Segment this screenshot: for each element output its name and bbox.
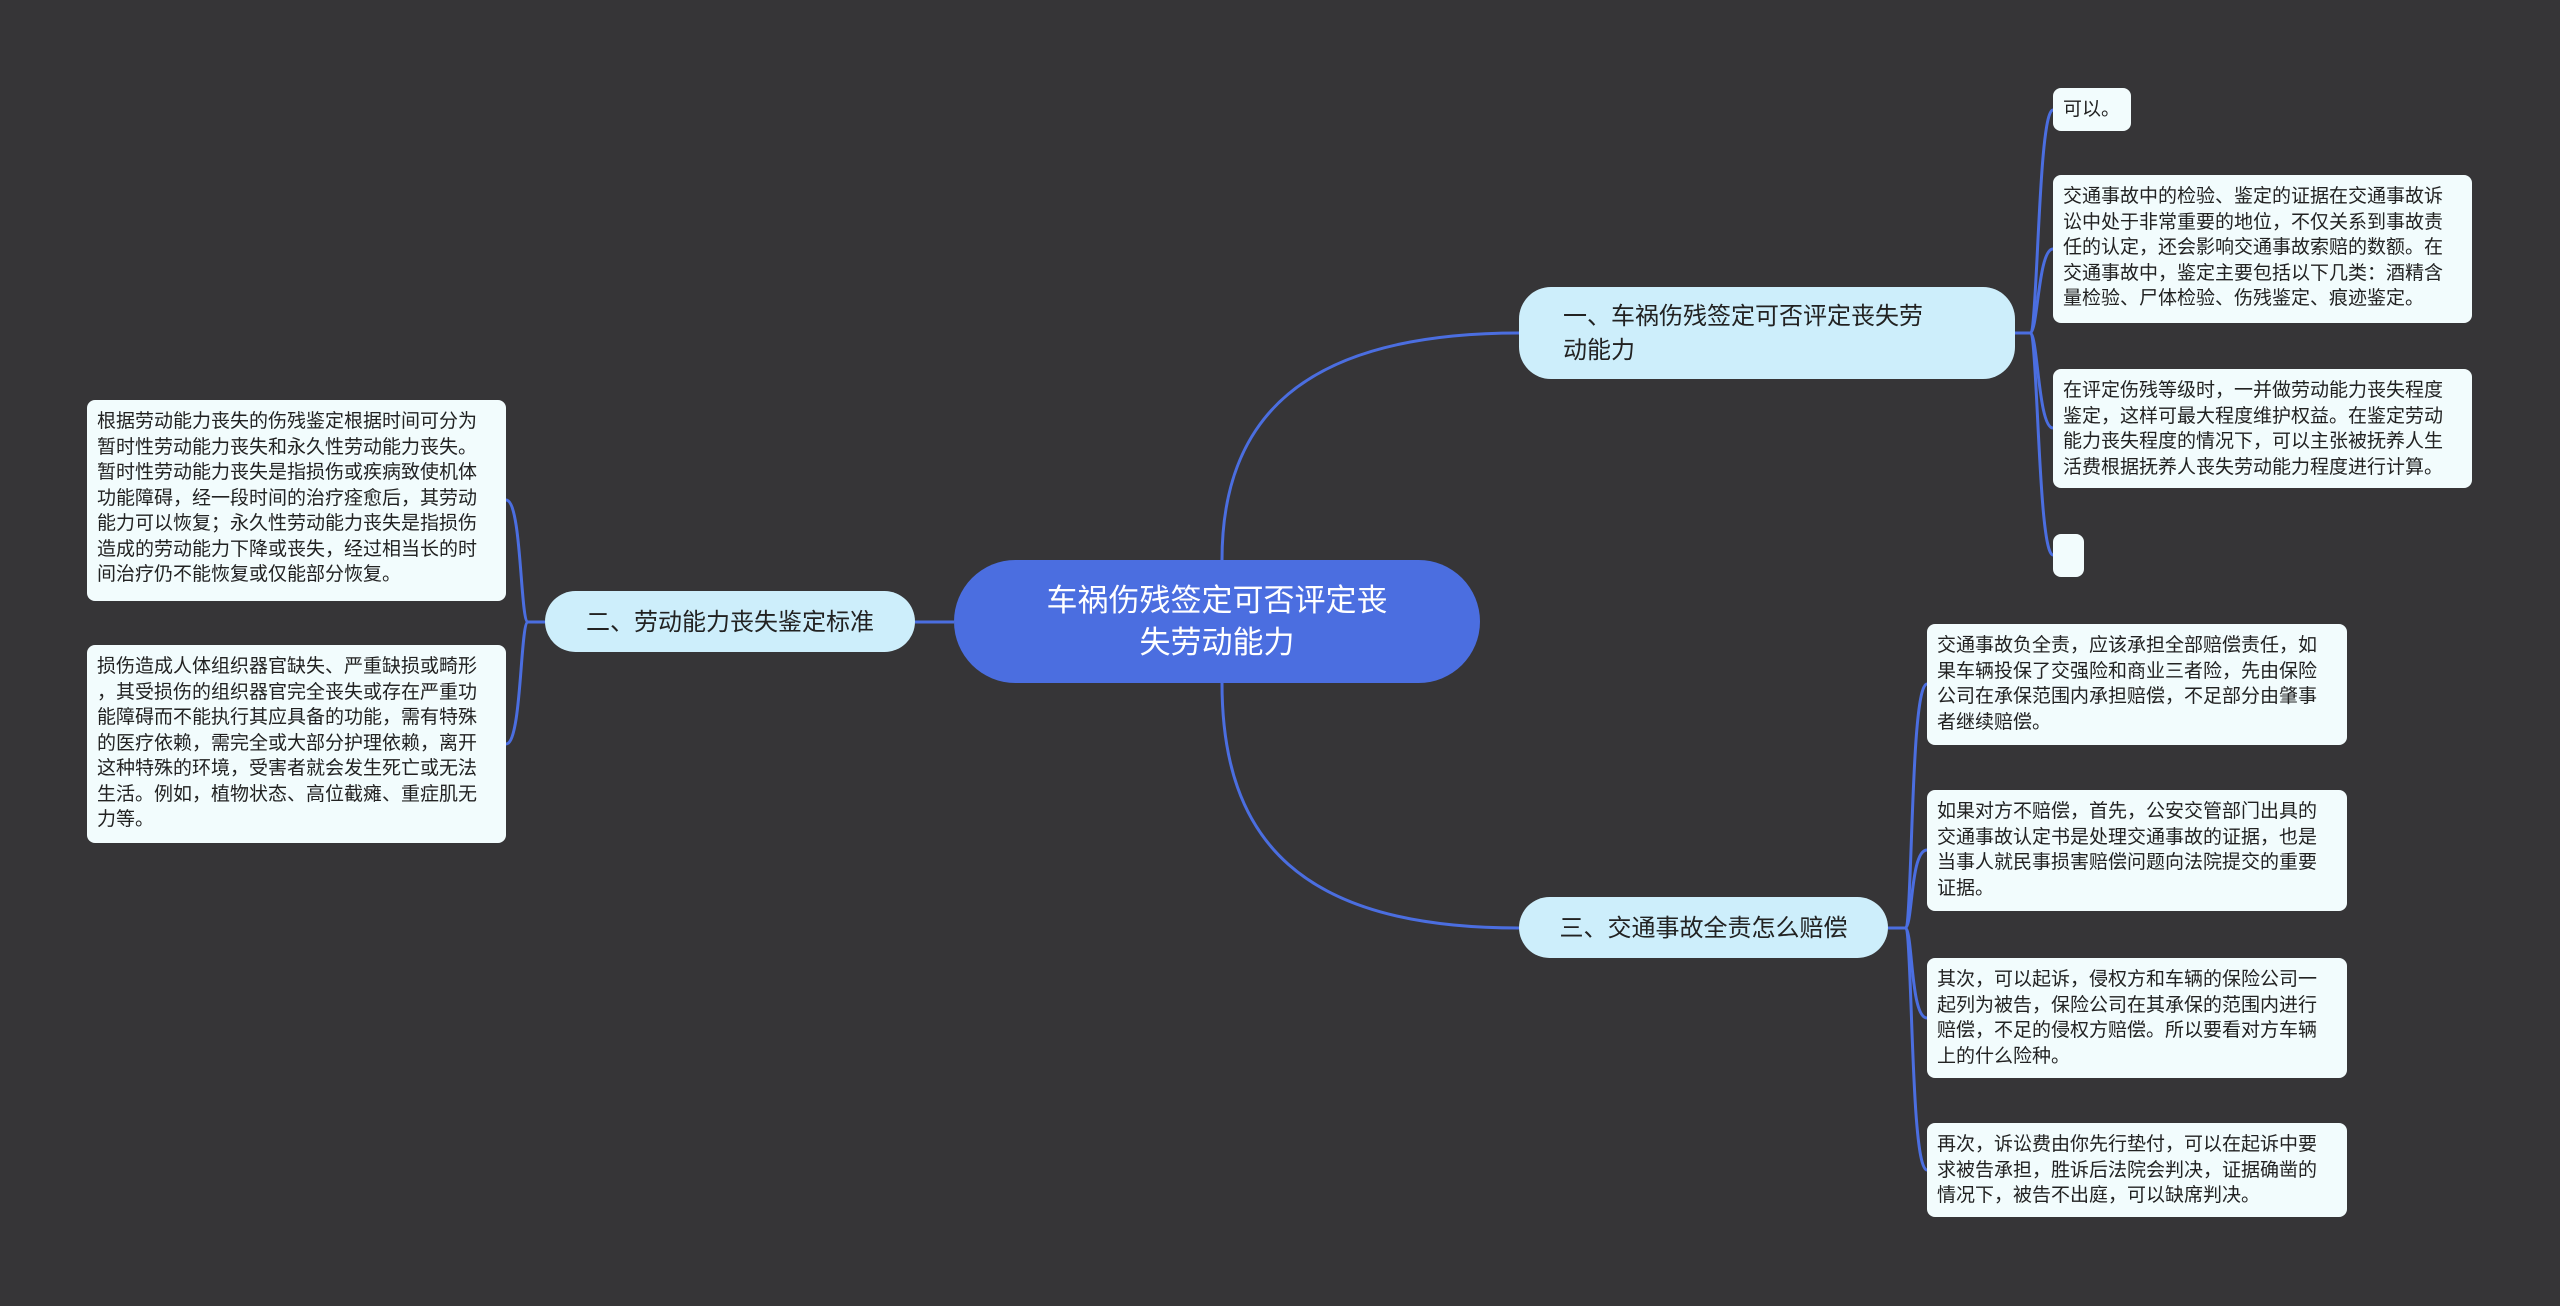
root-topic[interactable]: 车祸伤残签定可否评定丧 失劳动能力 xyxy=(954,560,1480,683)
edge-b3-leaf2 xyxy=(1903,848,1928,930)
edge-root-branch1 xyxy=(1220,331,1520,561)
leaf-1-2[interactable]: 交通事故中的检验、鉴定的证据在交通事故诉 讼中处于非常重要的地位，不仅关系到事故… xyxy=(2053,175,2472,323)
edge-b1-leaf1 xyxy=(2028,108,2055,335)
leaf-3-3[interactable]: 其次，可以起诉，侵权方和车辆的保险公司一 起列为被告，保险公司在其承保的范围内进… xyxy=(1927,958,2347,1078)
edge-b2-leaf1 xyxy=(505,498,530,624)
leaf-3-2[interactable]: 如果对方不赔偿，首先，公安交管部门出具的 交通事故认定书是处理交通事故的证据，也… xyxy=(1927,790,2347,911)
leaf-3-1[interactable]: 交通事故负全责，应该承担全部赔偿责任，如 果车辆投保了交强险和商业三者险，先由保… xyxy=(1927,624,2347,745)
leaf-2-1[interactable]: 根据劳动能力丧失的伤残鉴定根据时间可分为 暂时性劳动能力丧失和永久性劳动能力丧失… xyxy=(87,400,506,601)
branch-topic-3[interactable]: 三、交通事故全责怎么赔偿 xyxy=(1519,897,1888,958)
edge-b3-leaf4 xyxy=(1903,926,1929,1172)
leaf-1-3[interactable]: 在评定伤残等级时，一并做劳动能力丧失程度 鉴定，这样可最大程度维护权益。在鉴定劳… xyxy=(2053,369,2472,488)
edge-root-branch3 xyxy=(1220,682,1520,930)
edge-b2-leaf2 xyxy=(505,620,530,746)
branch-topic-1[interactable]: 一、车祸伤残签定可否评定丧失劳 动能力 xyxy=(1519,287,2015,379)
branch-topic-2[interactable]: 二、劳动能力丧失鉴定标准 xyxy=(545,591,915,652)
edge-b1-leaf4 xyxy=(2028,331,2055,557)
leaf-1-4-empty[interactable] xyxy=(2053,534,2084,577)
leaf-3-4[interactable]: 再次，诉讼费由你先行垫付，可以在起诉中要 求被告承担，胜诉后法院会判决，证据确凿… xyxy=(1927,1123,2347,1217)
edge-b1-leaf2 xyxy=(2028,247,2054,335)
edge-b3-leaf1 xyxy=(1903,682,1929,930)
leaf-2-2[interactable]: 损伤造成人体组织器官缺失、严重缺损或畸形 ，其受损伤的组织器官完全丧失或存在严重… xyxy=(87,645,506,843)
leaf-1-1[interactable]: 可以。 xyxy=(2053,88,2131,131)
